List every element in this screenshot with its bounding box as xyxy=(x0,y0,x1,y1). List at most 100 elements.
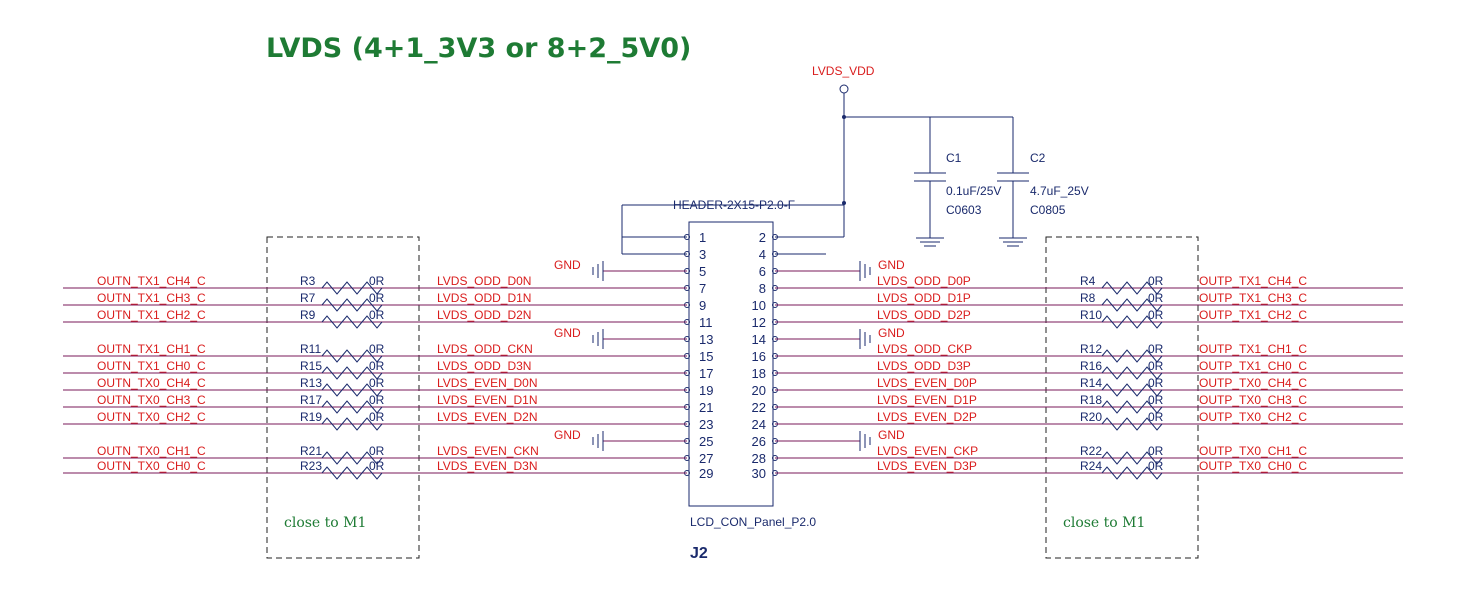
left-resistor xyxy=(321,315,383,329)
right-resistor xyxy=(1101,349,1163,363)
left-resistor-ref: R9 xyxy=(300,308,316,322)
pin-terminal xyxy=(772,251,778,257)
gnd-label-left: GND xyxy=(554,258,581,272)
left-net-in-label: OUTN_TX1_CH1_C xyxy=(97,342,206,356)
right-net-in-label: LVDS_ODD_D0P xyxy=(877,274,971,288)
pin-number-28: 28 xyxy=(752,451,766,466)
c1-value: 0.1uF/25V xyxy=(946,184,1001,198)
pin-number-16: 16 xyxy=(752,349,766,364)
right-resistor-value: 0R xyxy=(1148,410,1164,424)
connector-ref: J2 xyxy=(690,545,708,562)
left-resistor xyxy=(321,466,383,480)
gnd-label-left: GND xyxy=(554,326,581,340)
left-resistor xyxy=(321,383,383,397)
left-resistor-ref: R15 xyxy=(300,359,322,373)
gnd-label-left: GND xyxy=(554,428,581,442)
right-resistor xyxy=(1101,281,1163,295)
junction-dot xyxy=(842,201,846,205)
right-close-region xyxy=(1045,236,1199,559)
left-resistor-ref: R21 xyxy=(300,444,322,458)
pin-number-27: 27 xyxy=(699,451,713,466)
left-resistor-ref: R17 xyxy=(300,393,322,407)
left-net-in-label: OUTN_TX1_CH4_C xyxy=(97,274,206,288)
right-close-note: close to M1 xyxy=(1063,515,1145,531)
pin-number-23: 23 xyxy=(699,417,713,432)
left-net-in-label: OUTN_TX0_CH3_C xyxy=(97,393,206,407)
capacitor-c2 xyxy=(997,117,1029,247)
right-resistor-value: 0R xyxy=(1148,342,1164,356)
right-resistor-ref: R8 xyxy=(1080,291,1096,305)
left-resistor-value: 0R xyxy=(369,274,385,288)
right-resistor xyxy=(1101,298,1163,312)
gnd-label-right: GND xyxy=(878,428,905,442)
right-resistor-ref: R14 xyxy=(1080,376,1102,390)
pin-number-3: 3 xyxy=(699,247,706,262)
pin-number-17: 17 xyxy=(699,366,713,381)
left-resistor xyxy=(321,349,383,363)
schematic-title: LVDS (4+1_3V3 or 8+2_5V0) xyxy=(266,33,691,64)
right-net-out-label: OUTP_TX0_CH4_C xyxy=(1199,376,1307,390)
pin-terminal xyxy=(684,234,690,240)
left-net-out-label: LVDS_EVEN_D1N xyxy=(437,393,538,407)
capacitor-c1 xyxy=(914,117,946,247)
left-net-out-label: LVDS_ODD_D1N xyxy=(437,291,531,305)
pin-number-10: 10 xyxy=(752,298,766,313)
left-resistor xyxy=(321,298,383,312)
right-resistor-value: 0R xyxy=(1148,376,1164,390)
left-net-in-label: OUTN_TX1_CH0_C xyxy=(97,359,206,373)
left-resistor-value: 0R xyxy=(369,444,385,458)
left-net-out-label: LVDS_ODD_D3N xyxy=(437,359,531,373)
right-resistor xyxy=(1101,466,1163,480)
right-net-out-label: OUTP_TX1_CH2_C xyxy=(1199,308,1307,322)
right-resistor-value: 0R xyxy=(1148,459,1164,473)
left-net-in-label: OUTN_TX0_CH4_C xyxy=(97,376,206,390)
right-net-out-label: OUTP_TX0_CH0_C xyxy=(1199,459,1307,473)
right-resistor xyxy=(1101,366,1163,380)
right-net-in-label: LVDS_EVEN_D3P xyxy=(877,459,977,473)
right-resistor-ref: R10 xyxy=(1080,308,1102,322)
right-resistor-ref: R22 xyxy=(1080,444,1102,458)
right-net-in-label: LVDS_ODD_D1P xyxy=(877,291,971,305)
pin-number-9: 9 xyxy=(699,298,706,313)
left-net-out-label: LVDS_EVEN_D2N xyxy=(437,410,538,424)
right-net-out-label: OUTP_TX0_CH1_C xyxy=(1199,444,1307,458)
pin-number-15: 15 xyxy=(699,349,713,364)
c2-ref: C2 xyxy=(1030,151,1046,165)
left-resistor-ref: R23 xyxy=(300,459,322,473)
pin-number-12: 12 xyxy=(752,315,766,330)
pin-number-19: 19 xyxy=(699,383,713,398)
pin-number-20: 20 xyxy=(752,383,766,398)
pin-number-25: 25 xyxy=(699,434,713,449)
left-net-out-label: LVDS_EVEN_CKN xyxy=(437,444,539,458)
pin-number-29: 29 xyxy=(699,466,713,481)
right-resistor-ref: R12 xyxy=(1080,342,1102,356)
right-net-out-label: OUTP_TX0_CH3_C xyxy=(1199,393,1307,407)
c2-value: 4.7uF_25V xyxy=(1030,184,1089,198)
left-resistor xyxy=(321,417,383,431)
left-resistor-value: 0R xyxy=(369,359,385,373)
right-net-out-label: OUTP_TX0_CH2_C xyxy=(1199,410,1307,424)
connector-body xyxy=(688,221,774,507)
pin-number-26: 26 xyxy=(752,434,766,449)
left-resistor-ref: R11 xyxy=(300,342,321,356)
left-resistor-ref: R13 xyxy=(300,376,322,390)
power-net-label: LVDS_VDD xyxy=(812,64,875,78)
left-net-out-label: LVDS_ODD_CKN xyxy=(437,342,533,356)
left-resistor xyxy=(321,281,383,295)
pin-number-5: 5 xyxy=(699,264,706,279)
pin-number-14: 14 xyxy=(752,332,766,347)
pin-number-7: 7 xyxy=(699,281,706,296)
right-net-in-label: LVDS_ODD_D2P xyxy=(877,308,971,322)
right-net-out-label: OUTP_TX1_CH3_C xyxy=(1199,291,1307,305)
right-net-out-label: OUTP_TX1_CH0_C xyxy=(1199,359,1307,373)
right-resistor-ref: R4 xyxy=(1080,274,1096,288)
gnd-label-right: GND xyxy=(878,258,905,272)
right-net-in-label: LVDS_EVEN_D1P xyxy=(877,393,977,407)
right-resistor xyxy=(1101,451,1163,465)
left-net-in-label: OUTN_TX1_CH2_C xyxy=(97,308,206,322)
left-resistor-ref: R7 xyxy=(300,291,316,305)
pin-terminal xyxy=(684,251,690,257)
left-resistor-value: 0R xyxy=(369,376,385,390)
right-net-out-label: OUTP_TX1_CH1_C xyxy=(1199,342,1307,356)
